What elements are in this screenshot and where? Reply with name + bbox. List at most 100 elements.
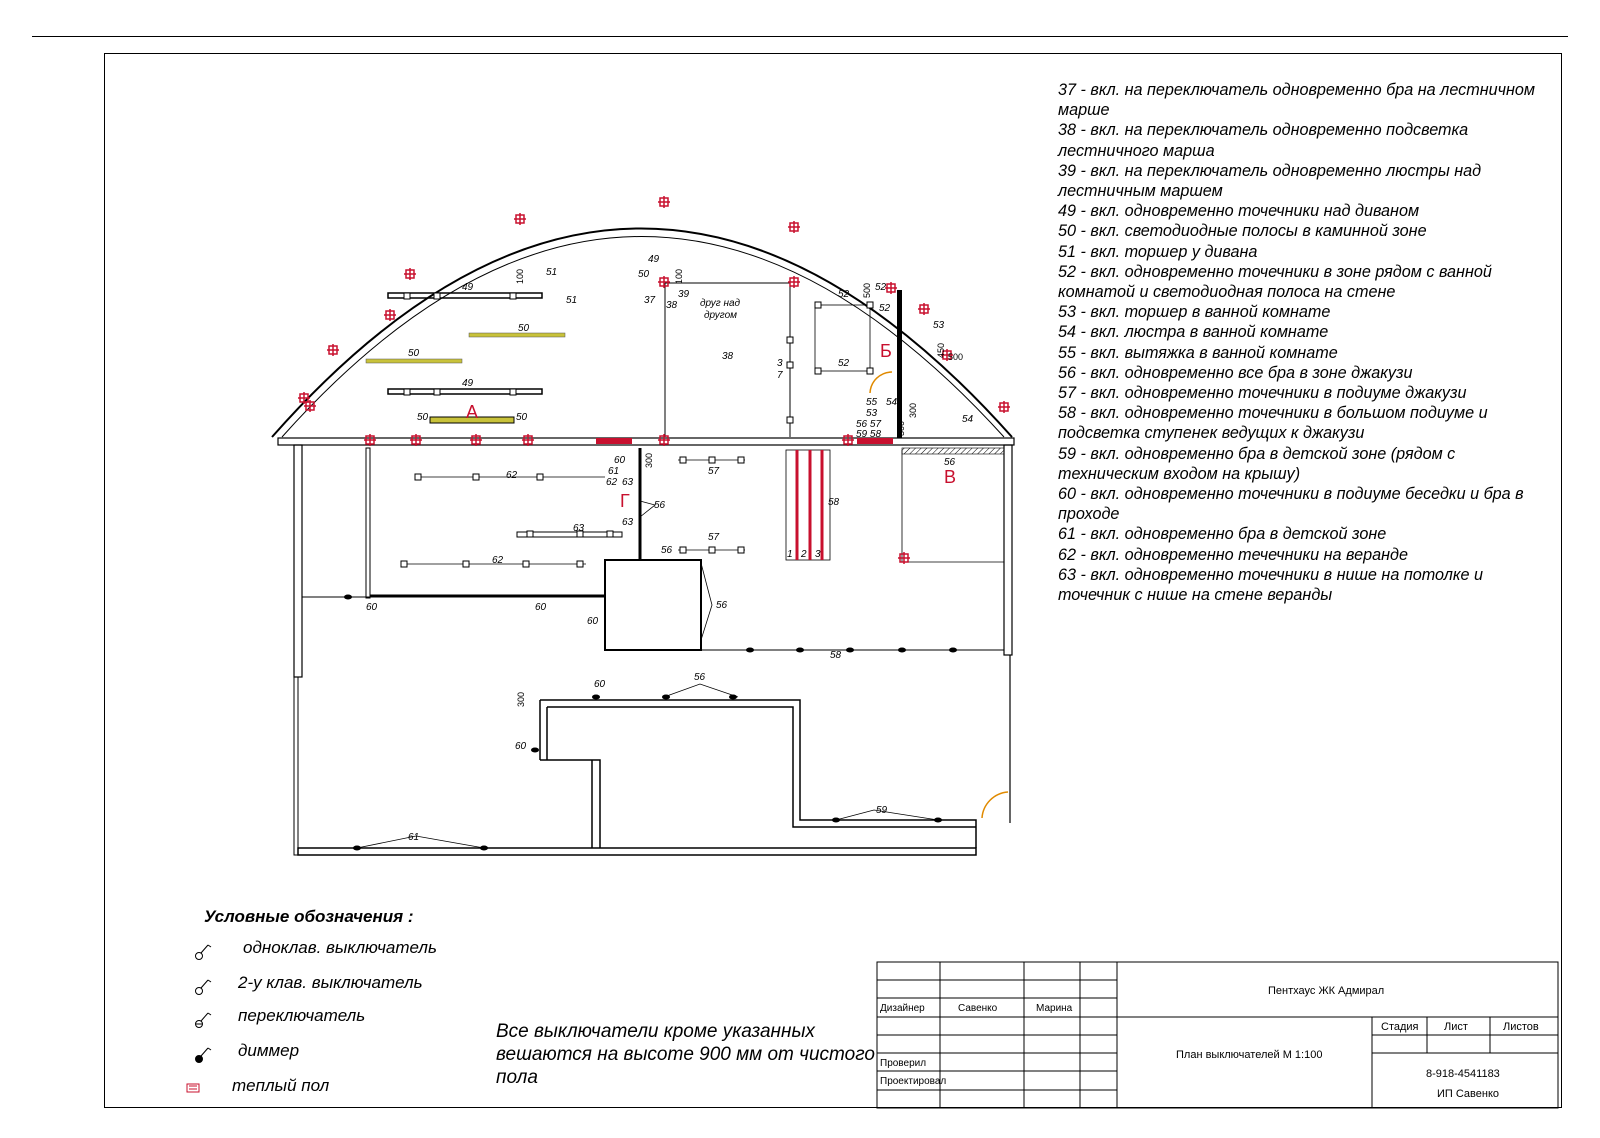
spotlight-icon xyxy=(786,416,794,424)
mark-label: 63 xyxy=(622,517,634,528)
note-item: 38 - вкл. на переключатель одновременно … xyxy=(1058,121,1469,160)
spotlight-icon xyxy=(576,530,584,538)
lamp-icon xyxy=(658,434,670,446)
wall-bra-icon xyxy=(480,845,488,851)
mark-label: 52 xyxy=(838,358,850,369)
mark-label: 57 xyxy=(708,532,720,543)
sheet-label: Лист xyxy=(1444,1021,1468,1033)
mark-label: 57 xyxy=(708,466,720,477)
spotlight-icon xyxy=(414,473,422,481)
mark-label: 63 xyxy=(573,523,585,534)
spotlight-icon xyxy=(606,530,614,538)
lamp-icon xyxy=(998,401,1010,413)
dim-label: 500 xyxy=(948,352,963,362)
spotlight-icon xyxy=(866,301,874,309)
mark-label: 56 xyxy=(661,545,673,556)
mark-label: 56 57 xyxy=(856,419,881,430)
veranda-wall xyxy=(365,447,371,599)
spotlight-icon xyxy=(462,560,470,568)
note-item: 39 - вкл. на переключатель одновременно … xyxy=(1058,161,1482,201)
mark-label: 50 xyxy=(638,269,650,280)
project-name: Пентхаус ЖК Адмирал xyxy=(1268,985,1385,997)
drawing-sheet-frame xyxy=(104,53,1562,1108)
note-item: 56 - вкл. одновременно все бра в зоне дж… xyxy=(1058,363,1413,382)
mark-label: 62 xyxy=(506,470,518,481)
designer-name: Марина xyxy=(1036,1003,1073,1014)
wall-bra-icon xyxy=(746,647,754,653)
mark-label: 49 xyxy=(648,254,660,265)
mark-label: 54 xyxy=(962,414,974,425)
bra-link-56 xyxy=(663,683,739,698)
wall-bra-icon xyxy=(832,817,840,823)
mark-label: 52 xyxy=(875,282,887,293)
mark-label: 60 xyxy=(535,602,547,613)
bathroom-wall xyxy=(897,290,902,438)
note-item: 50 - вкл. светодиодные полосы в каминной… xyxy=(1058,222,1427,241)
note-one-above-other: другом xyxy=(704,310,737,321)
mark-label: 50 xyxy=(518,323,530,334)
niche-63 xyxy=(516,531,623,538)
note-item: 58 - вкл. одновременно точечники в больш… xyxy=(1058,404,1488,443)
note-item: 52 - вкл. одновременно точечники в зоне … xyxy=(1058,262,1492,302)
lamp-icon xyxy=(941,349,953,361)
wall-bra-icon xyxy=(796,647,804,653)
mark-label: 60 xyxy=(366,602,378,613)
lamp-icon xyxy=(788,221,800,233)
note-item: 59 - вкл. одновременно бра в детской зон… xyxy=(1058,444,1456,483)
lamp-icon xyxy=(658,276,670,288)
bra-link-56 xyxy=(700,562,713,641)
mark-label: 50 xyxy=(408,348,420,359)
note-one-above-other: друг над xyxy=(700,298,741,309)
lamp-icon xyxy=(364,434,376,446)
mark-label: 62 xyxy=(606,477,618,488)
dim-label: 300 xyxy=(896,421,906,436)
led-strip-50 xyxy=(365,358,463,364)
lamp-icon xyxy=(470,434,482,446)
legend-label: теплый пол xyxy=(232,1076,330,1095)
mark-label: 38 xyxy=(722,351,734,362)
children-zone-wall xyxy=(540,759,601,848)
dim-label: 100 xyxy=(515,269,525,284)
wall-bra-icon xyxy=(592,694,600,700)
spotlight-icon xyxy=(708,546,716,554)
main-wall xyxy=(277,437,1015,446)
sheets-count-label: Листов xyxy=(1503,1021,1539,1033)
mark-label: 3 xyxy=(815,549,821,560)
lamp-icon xyxy=(658,196,670,208)
ceiling-lamps xyxy=(298,196,1010,564)
spotlight-bar-49 xyxy=(387,388,543,395)
dimmer-icon xyxy=(194,1045,212,1070)
children-zone-wall xyxy=(547,706,976,828)
spotlight-icon xyxy=(737,456,745,464)
mark-label: 59 58 xyxy=(856,429,881,440)
mark-label: 61 xyxy=(408,832,419,843)
door-swing xyxy=(981,791,1009,819)
note-item: 51 - вкл. торшер у дивана xyxy=(1058,242,1258,261)
spotlights xyxy=(400,292,874,568)
wall-bra-icon xyxy=(846,647,854,653)
dim-label: 500 xyxy=(862,283,872,298)
note-item: 60 - вкл. одновременно точечники в подиу… xyxy=(1058,485,1524,524)
note-item: 53 - вкл. торшер в ванной комнате xyxy=(1058,303,1331,322)
wall-bra-icon xyxy=(662,694,670,700)
spotlight-bar-49 xyxy=(387,292,543,299)
mark-label: 60 xyxy=(587,616,599,627)
left-wall-lower xyxy=(293,676,299,856)
bra-link-61 xyxy=(356,835,485,849)
zone-label-v: В xyxy=(944,467,956,487)
mark-label: 61 xyxy=(608,466,619,477)
dim-label: 300 xyxy=(644,453,654,468)
spotlight-icon xyxy=(576,560,584,568)
children-zone-wall xyxy=(540,699,977,848)
double-switch-icon xyxy=(194,977,212,1002)
wall-bra-icon xyxy=(353,845,361,851)
children-zone-wall xyxy=(297,847,977,856)
wall-bra-icon xyxy=(531,747,539,753)
zone-label-b: Б xyxy=(880,341,892,361)
spotlight-icon xyxy=(679,456,687,464)
note-item: 62 - вкл. одновременно течечники на вера… xyxy=(1058,545,1409,564)
mark-label: 56 xyxy=(694,672,706,683)
note-item: 37 - вкл. на переключатель одновременно … xyxy=(1058,81,1536,120)
mark-label: 59 xyxy=(876,805,888,816)
mark-label: 1 xyxy=(787,549,793,560)
